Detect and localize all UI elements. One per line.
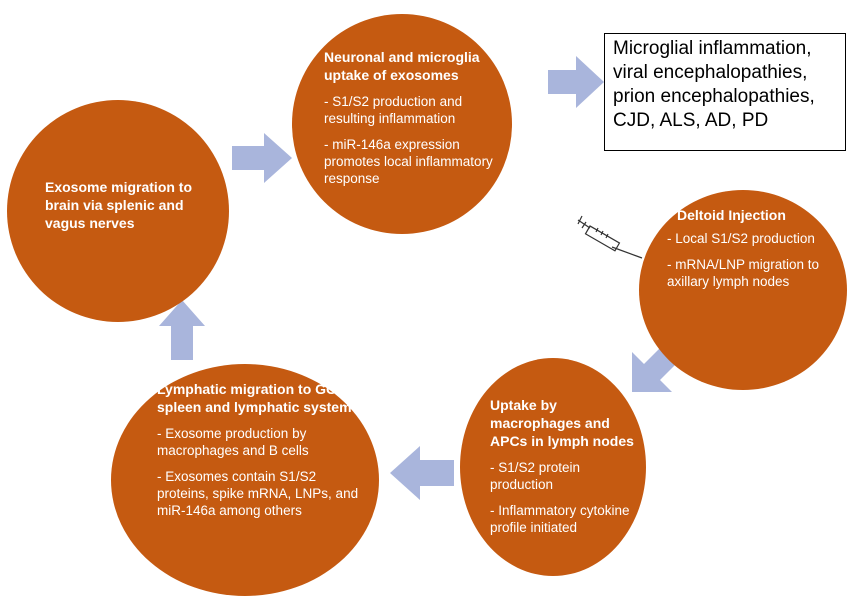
arrow-neuronal-to-outcome (548, 56, 604, 108)
node-brain-migration: Exosome migration to brain via splenic a… (7, 100, 229, 322)
node-lymph-node-uptake-item: - S1/S2 protein production (490, 460, 581, 492)
node-neuronal-uptake-item: - miR-146a expression promotes local inf… (324, 137, 493, 186)
outcome-line: Microglial inflammation, (613, 38, 812, 59)
node-lymph-node-uptake-item: - Inflammatory cytokine profile initiate… (490, 503, 630, 535)
node-lymphatic-migration-title: Lymphatic migration to GCs in spleen and… (157, 381, 361, 415)
outcome-line: viral encephalopathies, (613, 62, 808, 83)
node-deltoid-injection-item: - Local S1/S2 production (667, 231, 815, 246)
node-lymph-node-uptake: Uptake by macrophages and APCs in lymph … (460, 358, 646, 576)
node-neuronal-uptake-item: - S1/S2 production and resulting inflamm… (324, 94, 463, 126)
syringe-icon (577, 215, 643, 259)
node-brain-migration-title: Exosome migration to brain via splenic a… (45, 179, 193, 231)
arrow-lymph-node-to-lymphatic (390, 446, 454, 500)
node-lymphatic-migration: Lymphatic migration to GCs in spleen and… (111, 364, 379, 596)
node-deltoid-injection-item: - mRNA/LNP migration to axillary lymph n… (667, 257, 820, 289)
arrow-brain-to-neuronal (232, 133, 292, 183)
node-lymph-node-uptake-title: Uptake by macrophages and APCs in lymph … (490, 397, 634, 449)
node-deltoid-injection-title: Deltoid Injection (677, 207, 786, 223)
node-neuronal-uptake: Neuronal and microglia uptake of exosome… (292, 14, 512, 234)
node-lymphatic-migration-item: - Exosomes contain S1/S2 proteins, spike… (157, 469, 359, 518)
outcome-box: Microglial inflammation, viral encephalo… (604, 33, 846, 151)
outcome-line: CJD, ALS, AD, PD (613, 110, 769, 131)
node-neuronal-uptake-title: Neuronal and microglia uptake of exosome… (324, 49, 480, 83)
outcome-line: prion encephalopathies, (613, 86, 815, 107)
node-deltoid-injection: Deltoid Injection - Local S1/S2 producti… (639, 190, 847, 390)
node-lymphatic-migration-item: - Exosome production by macrophages and … (157, 426, 309, 458)
arrow-lymph-to-brain (159, 300, 205, 360)
